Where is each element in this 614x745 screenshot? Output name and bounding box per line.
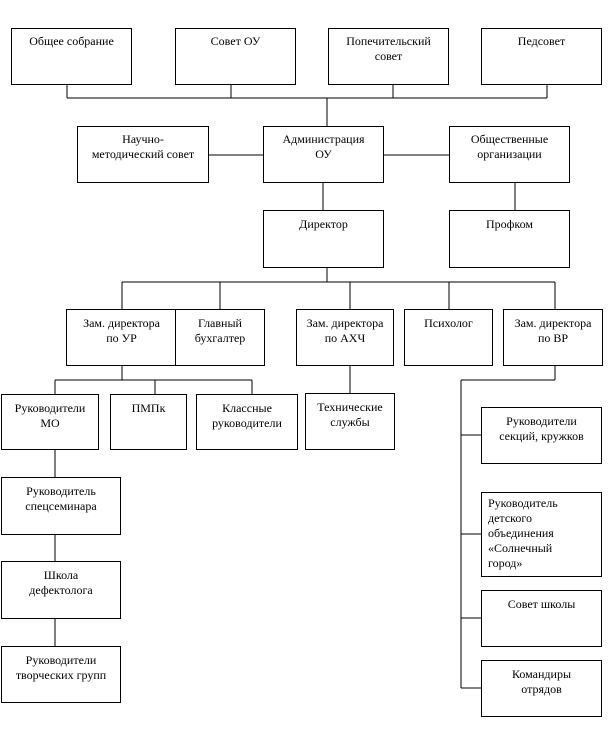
ruk-sektsiy-label: Руководители секций, кружков (499, 414, 584, 443)
profkom-box: Профком (449, 210, 570, 268)
ruk-sektsiy-box: Руководители секций, кружков (481, 407, 602, 464)
zam-vr-box: Зам. директора по ВР (503, 309, 603, 366)
administratsiya-box: Администрация ОУ (263, 126, 384, 183)
sovet-shkoly-box: Совет школы (481, 590, 602, 647)
zam-ur-label: Зам. директора по УР (83, 316, 160, 345)
glavbukh-label: Главный бухгалтер (194, 316, 246, 345)
komandiry-otryadov-label: Командиры отрядов (511, 667, 572, 696)
ruk-mo-box: Руководители МО (1, 394, 99, 450)
obshchestvennye-org-label: Общественные организации (470, 132, 549, 161)
administratsiya-label: Администрация ОУ (282, 132, 365, 161)
komandiry-otryadov-box: Командиры отрядов (481, 660, 602, 717)
popechitelskiy-sovet-label: Попечительский совет (346, 34, 431, 63)
ruk-mo-label: Руководители МО (14, 401, 86, 430)
tech-sluzhby-box: Технические службы (305, 393, 395, 450)
direktor-box: Директор (263, 210, 384, 268)
obshchestvennye-org-box: Общественные организации (449, 126, 570, 183)
klassnye-ruk-box: Классные руководители (196, 394, 298, 450)
tech-sluzhby-label: Технические службы (317, 400, 383, 429)
psiholog-label: Психолог (424, 316, 473, 330)
ruk-detskogo-obed-label: Руководитель детского объединения «Солне… (488, 496, 558, 570)
pmpk-box: ПМПк (110, 394, 187, 450)
obshchee-sobranie-box: Общее собрание (11, 28, 132, 85)
psiholog-box: Психолог (404, 309, 493, 366)
sovet-ou-box: Совет ОУ (175, 28, 296, 85)
shkola-defektologa-box: Школа дефектолога (1, 561, 121, 619)
ruk-seminara-box: Руководитель спецсеминара (1, 477, 121, 535)
pmpk-label: ПМПк (131, 401, 166, 415)
shkola-defektologa-label: Школа дефектолога (29, 568, 93, 597)
sovet-shkoly-label: Совет школы (507, 597, 576, 611)
direktor-label: Директор (299, 217, 348, 231)
pedsovet-box: Педсовет (481, 28, 602, 85)
popechitelskiy-sovet-box: Попечительский совет (328, 28, 449, 85)
pedsovet-label: Педсовет (517, 34, 566, 48)
ruk-tvorch-grupp-box: Руководители творческих групп (1, 646, 121, 703)
obshchee-sobranie-label: Общее собрание (29, 34, 114, 48)
zam-ahch-label: Зам. директора по АХЧ (306, 316, 384, 345)
zam-ahch-box: Зам. директора по АХЧ (296, 309, 394, 366)
ruk-tvorch-grupp-label: Руководители творческих групп (15, 653, 107, 682)
zam-vr-label: Зам. директора по ВР (514, 316, 592, 345)
zam-ur-box: Зам. директора по УР (66, 309, 177, 366)
glavbukh-box: Главный бухгалтер (175, 309, 265, 366)
ruk-detskogo-obed-box: Руководитель детского объединения «Солне… (481, 492, 602, 577)
profkom-label: Профком (485, 217, 534, 231)
klassnye-ruk-label: Классные руководители (212, 401, 282, 430)
sovet-ou-label: Совет ОУ (210, 34, 261, 48)
ruk-seminara-label: Руководитель спецсеминара (25, 484, 97, 513)
nauchno-metod-sovet-box: Научно- методический совет (77, 126, 209, 183)
nauchno-metod-sovet-label: Научно- методический совет (91, 132, 195, 161)
